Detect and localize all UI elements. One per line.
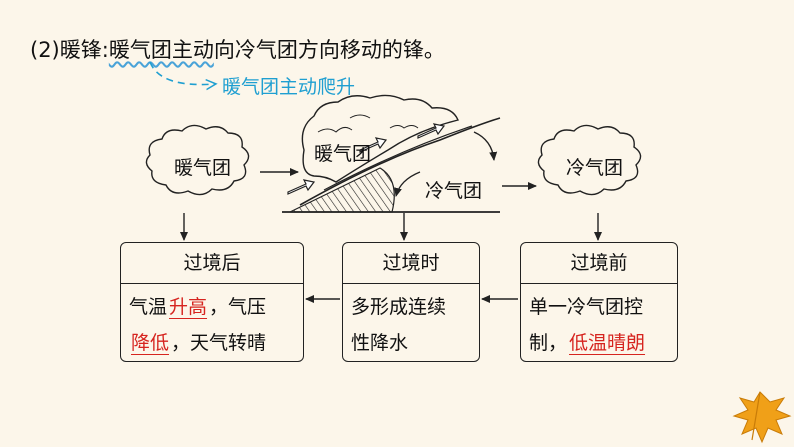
warm-air-mass-left-label: 暖气团 [174,157,232,179]
frontal-surface-line [299,117,501,206]
cold-air-wedge [289,167,395,213]
during-passage-title: 过境时 [343,243,479,284]
maple-leaf-icon [732,391,792,444]
cold-air-cloud-right [537,124,642,196]
cold-air-curve-arrow [394,171,421,197]
answer-rise: 升高 [169,296,208,318]
after-passage-body: 气温升高，气压 降低，天气转晴 [129,289,297,361]
after-passage-title: 过境后 [121,243,303,284]
heading-prefix: (2)暖锋: [30,38,109,62]
after-line1-post: ，气压 [209,296,267,318]
after-line1-pre: 气温 [129,296,168,318]
annotation-arrow [149,61,215,85]
heading-rest: 向冷气团方向移动的锋。 [213,38,445,62]
section-heading: (2)暖锋:暖气团主动向冷气团方向移动的锋。 [30,34,445,64]
warm-air-cloud-left [145,124,250,196]
before-line1: 单一冷气团控 [529,296,644,318]
heading-definition-underlined: 暖气团主动 [108,38,214,62]
during-line1: 多形成连续 [351,296,447,318]
answer-low-temp-clear: 低温晴朗 [569,332,646,354]
during-passage-box: 过境时 多形成连续 性降水 [342,242,480,362]
descending-arrow [473,131,498,161]
annotation-text: 暖气团主动爬升 [222,76,356,98]
rising-air-arrows [287,123,446,195]
cold-air-mass-mid-label: 冷气团 [425,180,483,202]
warm-air-mass-mid-label: 暖气团 [314,143,372,165]
before-passage-box: 过境前 单一冷气团控 制，低温晴朗 [520,242,678,362]
after-line2-post: ，天气转晴 [171,332,267,354]
during-passage-body: 多形成连续 性降水 [351,289,473,361]
frontal-cloud [301,94,459,183]
after-passage-box: 过境后 气温升高，气压 降低，天气转晴 [120,242,304,362]
before-passage-body: 单一冷气团控 制，低温晴朗 [529,289,671,361]
before-passage-title: 过境前 [521,243,677,284]
during-line2: 性降水 [351,332,409,354]
answer-decrease: 降低 [131,332,170,354]
cold-air-mass-right-label: 冷气团 [566,157,624,179]
before-line2-pre: 制， [529,332,568,354]
